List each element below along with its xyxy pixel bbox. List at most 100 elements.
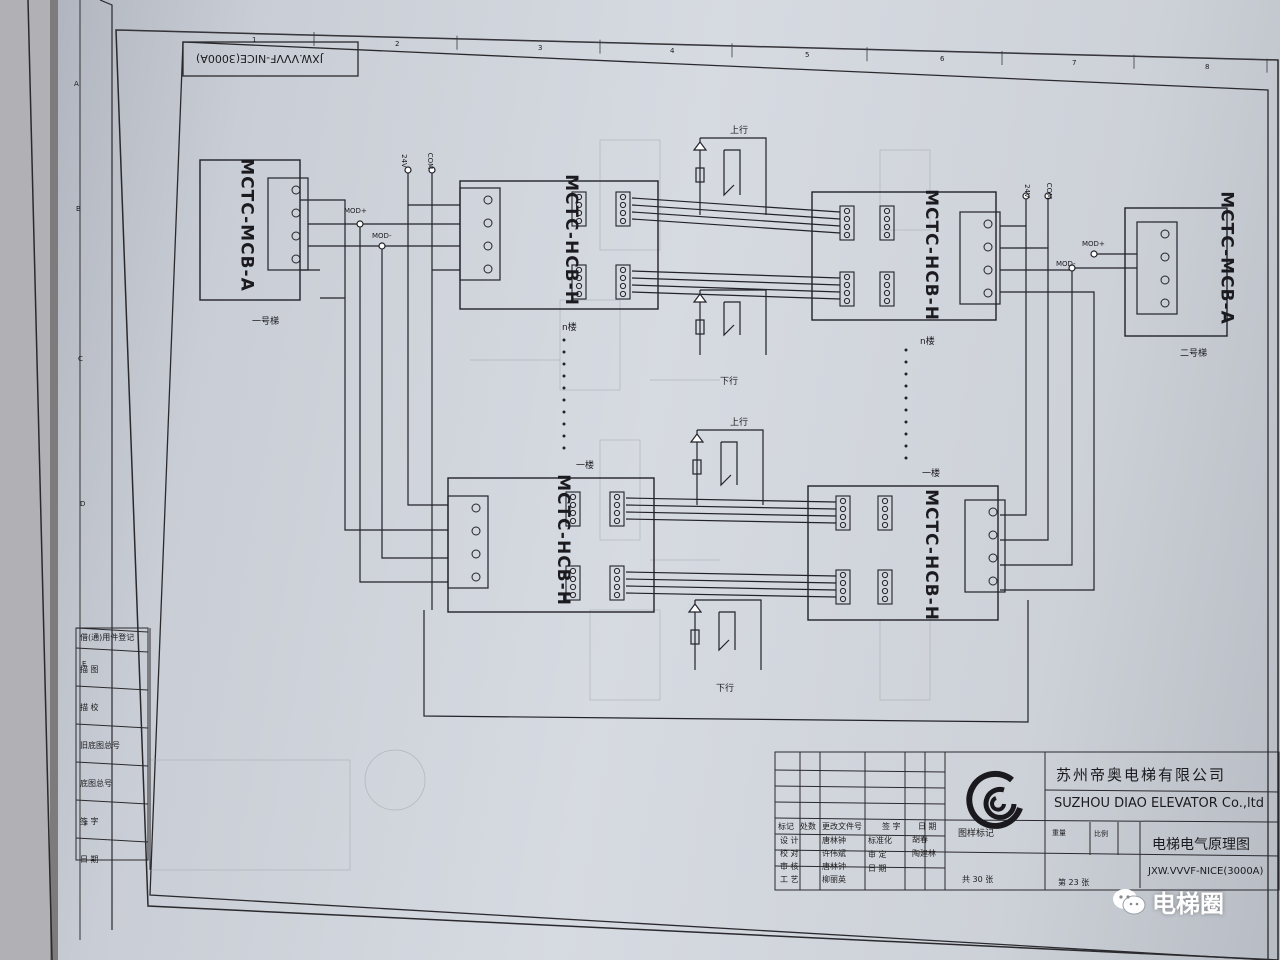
wire-mod-plus-left (308, 223, 448, 583)
bus-line (625, 592, 837, 598)
bus-line (625, 571, 837, 577)
wire-mod-minus-left (308, 245, 448, 559)
connector-pin (569, 509, 577, 517)
dot (904, 372, 908, 376)
rev-header: 标记 (778, 822, 794, 831)
role-name: 许伟斌 (822, 849, 846, 858)
connector-pin (575, 266, 583, 274)
bus-line (625, 585, 837, 591)
connector-pin (839, 571, 847, 579)
dot (904, 456, 908, 460)
side-table-row-line (75, 647, 149, 653)
mod-minus-label-left: MOD- (372, 232, 392, 240)
terminal-screw (483, 218, 493, 228)
side-table-row-line (75, 761, 149, 767)
connector-pin (881, 587, 889, 595)
connector-pin (575, 193, 583, 201)
connector-pin (881, 497, 889, 505)
side-table-row: 旧底图总号 (80, 741, 120, 750)
dot (562, 386, 566, 390)
connector-pin (881, 521, 889, 529)
connector-pin (839, 497, 847, 505)
watermark-text: 电梯圈 (1152, 890, 1224, 918)
connector-pin (613, 583, 621, 591)
terminal-screw (1160, 275, 1170, 285)
terminal-screw (983, 219, 993, 229)
hcb-board-1-left-name: MCTC-HCB-H (552, 474, 573, 606)
connector-pin (881, 579, 889, 587)
side-table-row: 底图总号 (80, 779, 112, 788)
role-name: 唐林钟 (822, 862, 846, 871)
terminal-screw (483, 241, 493, 251)
wire (300, 199, 448, 531)
connector-pin (883, 281, 891, 289)
led-icon (687, 603, 703, 613)
hcb-1-left-terminal (447, 495, 489, 589)
switch (721, 441, 738, 485)
terminal-screw (291, 231, 301, 241)
wire-24v-left (407, 170, 460, 206)
tb-line (944, 851, 1280, 857)
connector-pin (575, 290, 583, 298)
tb-line (1044, 789, 1280, 793)
wire (1000, 247, 1049, 541)
pwr-24v-label-right: 24V (1022, 184, 1031, 198)
pwr-com-label-right: COM (1045, 182, 1054, 200)
wire (407, 205, 448, 506)
side-table-row: 描 图 (80, 665, 99, 674)
dot (904, 348, 908, 352)
junction (1068, 264, 1076, 272)
connector-pin (569, 493, 577, 501)
connector-pin (613, 493, 621, 501)
side-table-frame (75, 627, 149, 861)
sheet-number: 第 23 张 (1058, 878, 1090, 887)
zone-label-left: A (74, 80, 79, 88)
connector-pin (569, 567, 577, 575)
hcb-board-1-right-name: MCTC-HCB-H (920, 489, 941, 621)
terminal-screw (471, 526, 481, 536)
role-name: 唐林钟 (822, 836, 846, 845)
led-icon (692, 141, 708, 151)
bus-line (631, 270, 841, 279)
connector-pin (883, 273, 891, 281)
resistor (690, 629, 700, 645)
mcb-left-terminal (267, 177, 309, 271)
side-table-row-line (75, 723, 149, 729)
rev-header: 日 期 (918, 822, 937, 831)
connector-pin (839, 513, 847, 521)
wire-com-left (431, 170, 460, 271)
role2-name: 胡春 (912, 835, 928, 844)
inner-frame (149, 41, 1269, 960)
side-table-row-line (75, 799, 149, 805)
elevator-1-label: 一号梯 (252, 317, 280, 327)
weight-label: 重量 (1052, 829, 1066, 837)
bus-line (631, 211, 841, 227)
dot (562, 350, 566, 354)
connector-pin (613, 509, 621, 517)
connector (877, 569, 893, 605)
wire (1000, 291, 1095, 591)
connector-pin (619, 193, 627, 201)
zone-label-left: D (80, 500, 86, 508)
dot (904, 444, 908, 448)
code-box (182, 41, 359, 77)
switch (723, 302, 735, 337)
dot (904, 432, 908, 436)
tb-row-line (774, 817, 946, 821)
side-table-row-line (75, 627, 149, 633)
hcb-1-right-board (807, 485, 999, 621)
role-label: 校 对 (780, 849, 799, 858)
hcb-n-left-board (459, 180, 659, 310)
tb-line (944, 819, 1280, 823)
terminal-screw (988, 576, 998, 586)
connector (615, 264, 631, 300)
hcb-board-n-left-name: MCTC-HCB-H (560, 174, 581, 306)
dot (562, 434, 566, 438)
connector-pin (839, 587, 847, 595)
zone-label-left: F (84, 820, 89, 828)
title-block-frame (774, 751, 1280, 891)
terminal-screw (483, 195, 493, 205)
dot (904, 396, 908, 400)
dot (562, 338, 566, 342)
connector-pin (843, 215, 851, 223)
